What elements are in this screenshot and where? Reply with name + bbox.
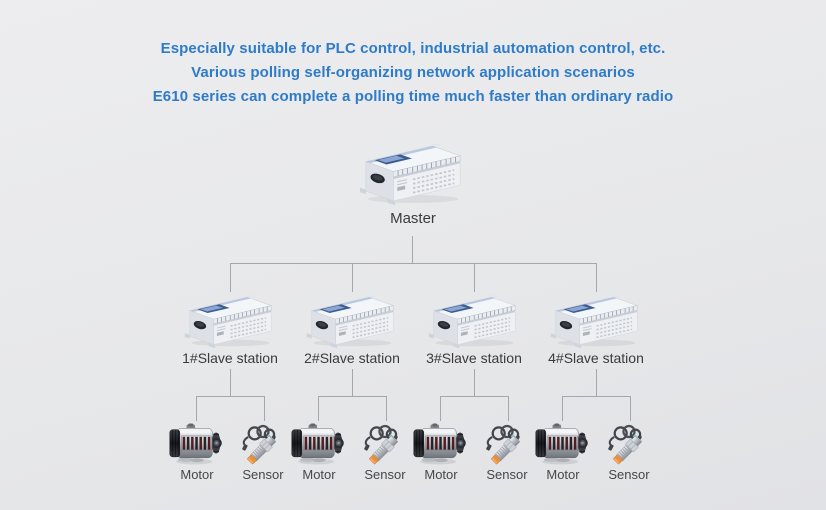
sensor-icon-box <box>361 421 409 466</box>
motor-node: Motor <box>411 421 471 482</box>
sensor-node: Sensor <box>599 421 659 482</box>
sensor-label: Sensor <box>486 467 528 482</box>
connector-main-horizontal <box>230 263 597 264</box>
connector-station-stem <box>595 369 597 396</box>
slave-station-label: 2#Slave station <box>304 350 400 366</box>
devices-row: Motor Sensor <box>289 421 415 482</box>
connector-station-drop <box>229 263 231 292</box>
motor-node: Motor <box>167 421 227 482</box>
heading-line-3: E610 series can complete a polling time … <box>152 88 674 105</box>
plc-device-icon <box>549 294 638 348</box>
devices-row: Motor Sensor <box>533 421 659 482</box>
plc-device-icon <box>427 294 516 348</box>
master-node: Master <box>358 140 468 227</box>
connector-bracket <box>195 396 265 421</box>
motor-label: Motor <box>180 467 214 482</box>
sensor-node: Sensor <box>477 421 537 482</box>
sensor-icon <box>362 424 401 466</box>
motor-label: Motor <box>546 467 580 482</box>
motor-label: Motor <box>424 467 458 482</box>
slave-station-label: 4#Slave station <box>548 350 644 366</box>
motor-icon <box>413 422 467 465</box>
heading-line-1: Especially suitable for PLC control, ind… <box>160 40 666 57</box>
heading-line-2: Various polling self-organizing network … <box>191 64 635 81</box>
sensor-icon-box <box>483 421 531 466</box>
devices-row: Motor Sensor <box>167 421 293 482</box>
motor-icon-box <box>412 421 470 466</box>
connector-station-stem <box>473 369 475 396</box>
heading: Especially suitable for PLC control, ind… <box>0 37 826 109</box>
motor-label: Motor <box>302 467 336 482</box>
devices-row: Motor Sensor <box>411 421 537 482</box>
sensor-icon <box>240 424 279 466</box>
slave-station-group: 2#Slave station Motor Sensor <box>291 263 413 482</box>
motor-icon-box <box>534 421 592 466</box>
slave-station-group: 3#Slave station Motor Sensor <box>413 263 535 482</box>
plc-device-icon <box>305 294 394 348</box>
motor-node: Motor <box>533 421 593 482</box>
slave-station-label: 3#Slave station <box>426 350 522 366</box>
sensor-label: Sensor <box>242 467 284 482</box>
connector-station-drop <box>595 263 597 292</box>
connector-station-stem <box>351 369 353 396</box>
connector-master-drop <box>412 236 413 263</box>
plc-device-icon <box>359 142 462 205</box>
connector-bracket <box>317 396 387 421</box>
master-label: Master <box>390 210 436 227</box>
slave-station-label: 1#Slave station <box>182 350 278 366</box>
slave-station-group: 4#Slave station Motor Sensor <box>535 263 657 482</box>
motor-icon <box>169 422 223 465</box>
sensor-icon-box <box>239 421 287 466</box>
motor-icon <box>291 422 345 465</box>
stations-row: 1#Slave station Motor Sensor 2#Slave sta… <box>0 263 826 482</box>
sensor-icon <box>484 424 523 466</box>
connector-station-stem <box>229 369 231 396</box>
motor-icon-box <box>290 421 348 466</box>
plc-device-icon <box>183 294 272 348</box>
sensor-icon <box>606 424 645 466</box>
slave-station-group: 1#Slave station Motor Sensor <box>169 263 291 482</box>
sensor-label: Sensor <box>608 467 650 482</box>
motor-node: Motor <box>289 421 349 482</box>
connector-bracket <box>439 396 509 421</box>
connector-station-drop <box>473 263 475 292</box>
sensor-node: Sensor <box>355 421 415 482</box>
motor-icon <box>535 422 589 465</box>
sensor-label: Sensor <box>364 467 406 482</box>
connector-station-drop <box>351 263 353 292</box>
sensor-icon-box <box>605 421 653 466</box>
motor-icon-box <box>168 421 226 466</box>
sensor-node: Sensor <box>233 421 293 482</box>
connector-bracket <box>561 396 631 421</box>
